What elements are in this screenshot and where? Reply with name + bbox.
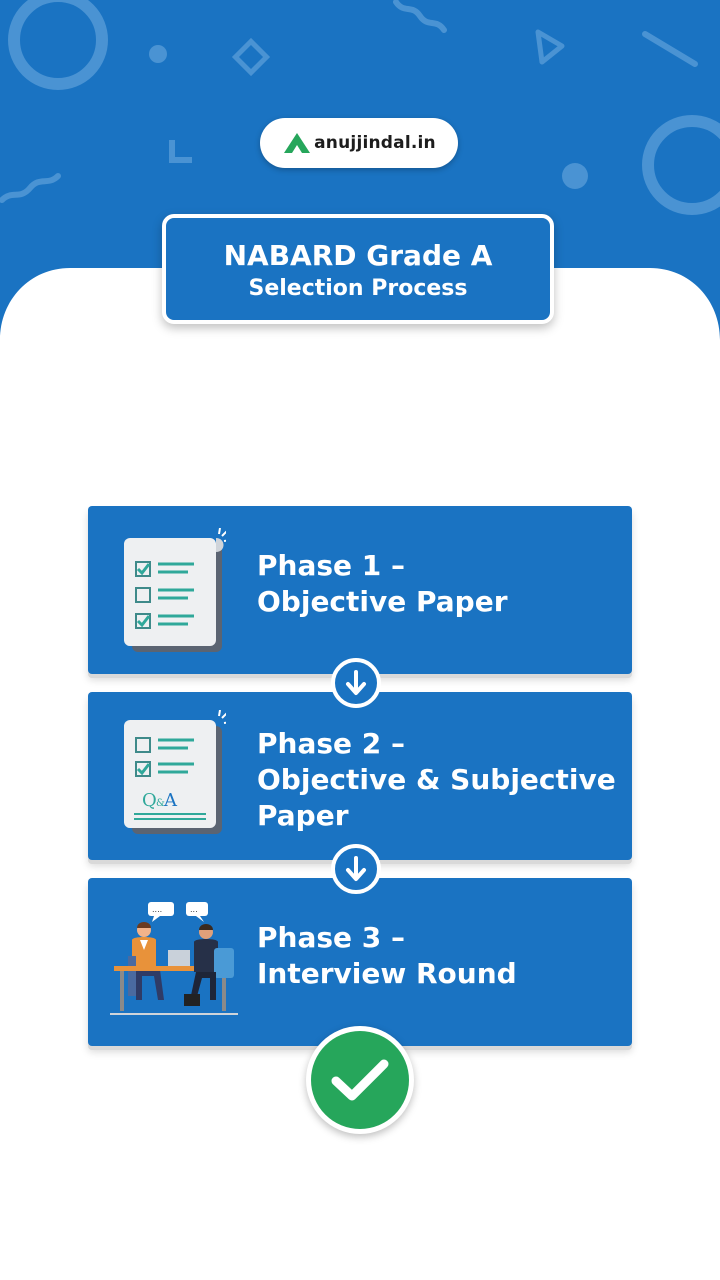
phase-1-title: Phase 1 – Objective Paper (257, 548, 508, 620)
arrow-down-icon (346, 856, 366, 881)
completion-badge (306, 1026, 414, 1134)
phase-3-name: Interview Round (257, 957, 517, 990)
decor-ring-icon (8, 0, 108, 90)
interview-illustration-icon: .... ... (110, 902, 238, 1015)
speech-bubble-left: .... (152, 905, 162, 914)
phase-2-title: Phase 2 – Objective & Subjective Paper (257, 726, 616, 834)
phase-2-name: Objective & Subjective (257, 763, 616, 796)
arrow-down-icon (346, 670, 366, 695)
speech-bubble-right: ... (190, 905, 198, 914)
phase-3-title: Phase 3 – Interview Round (257, 920, 517, 992)
phase-3-label: Phase 3 – (257, 921, 405, 954)
page-title-card: NABARD Grade A Selection Process (162, 214, 554, 324)
phase-2-name-cont: Paper (257, 799, 349, 832)
phase-card-2: Q & A Phase 2 – Objective & Subjective P… (88, 692, 632, 860)
phase-2-label: Phase 2 – (257, 727, 405, 760)
page-title: NABARD Grade A (223, 239, 493, 272)
phase-1-label: Phase 1 – (257, 549, 405, 582)
qa-letter-q: Q (142, 790, 157, 811)
checklist-document-icon (124, 528, 226, 652)
mountain-a-icon (284, 133, 311, 153)
phase-card-1: Phase 1 – Objective Paper (88, 506, 632, 674)
checkmark-icon (331, 1059, 389, 1101)
phase-card-3: .... ... Phase 3 – (88, 878, 632, 1046)
qa-letter-a: A (163, 790, 178, 811)
arrow-down-connector-1 (331, 658, 381, 708)
phase-1-name: Objective Paper (257, 585, 508, 618)
qa-document-icon: Q & A (124, 710, 226, 834)
brand-logo-text: anujjindal.in (314, 133, 436, 153)
completion-badge-inner (311, 1031, 409, 1129)
brand-logo[interactable]: anujjindal.in (260, 118, 458, 168)
header-background (0, 0, 720, 340)
arrow-down-connector-2 (331, 844, 381, 894)
page-subtitle: Selection Process (248, 276, 468, 301)
qa-amp: & (156, 798, 165, 809)
